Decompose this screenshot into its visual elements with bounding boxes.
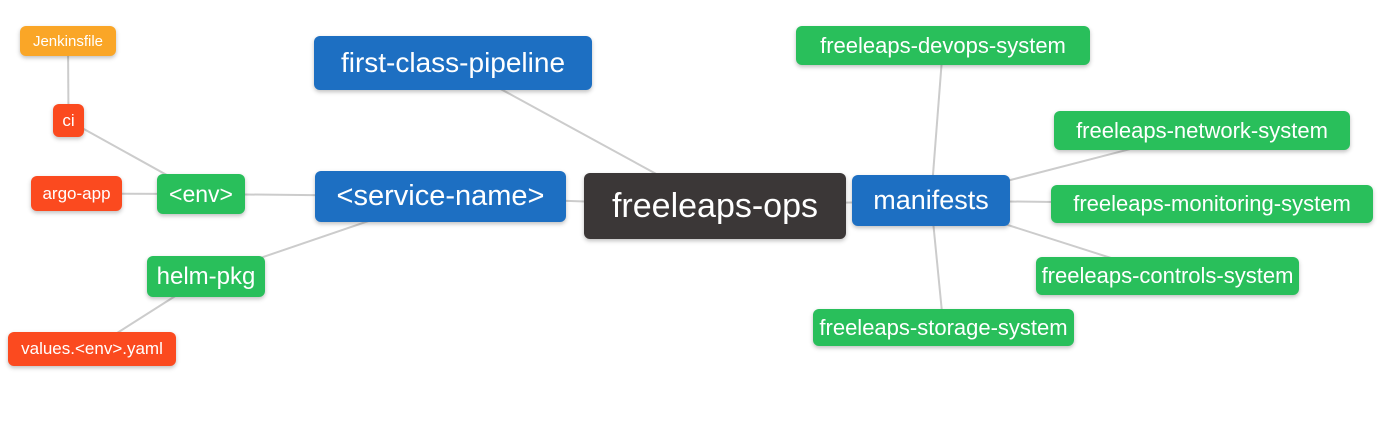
node-freeleaps-monitoring-system[interactable]: freeleaps-monitoring-system — [1051, 185, 1373, 223]
node-ci[interactable]: ci — [53, 104, 84, 137]
node-first-class-pipeline[interactable]: first-class-pipeline — [314, 36, 592, 90]
node-helm-pkg[interactable]: helm-pkg — [147, 256, 265, 297]
node-manifests[interactable]: manifests — [852, 175, 1010, 226]
node-freeleaps-network-system[interactable]: freeleaps-network-system — [1054, 111, 1350, 150]
edge-manifests--freeleaps-devops-system — [930, 45, 944, 201]
node-env[interactable]: <env> — [157, 174, 245, 214]
node-freeleaps-ops[interactable]: freeleaps-ops — [584, 173, 846, 239]
node-freeleaps-devops-system[interactable]: freeleaps-devops-system — [796, 26, 1090, 65]
node-argo-app[interactable]: argo-app — [31, 176, 122, 211]
node-jenkinsfile[interactable]: Jenkinsfile — [20, 26, 116, 56]
node-values-env-yaml[interactable]: values.<env>.yaml — [8, 332, 176, 366]
node-service-name[interactable]: <service-name> — [315, 171, 566, 222]
node-freeleaps-storage-system[interactable]: freeleaps-storage-system — [813, 309, 1074, 346]
node-freeleaps-controls-system[interactable]: freeleaps-controls-system — [1036, 257, 1299, 295]
